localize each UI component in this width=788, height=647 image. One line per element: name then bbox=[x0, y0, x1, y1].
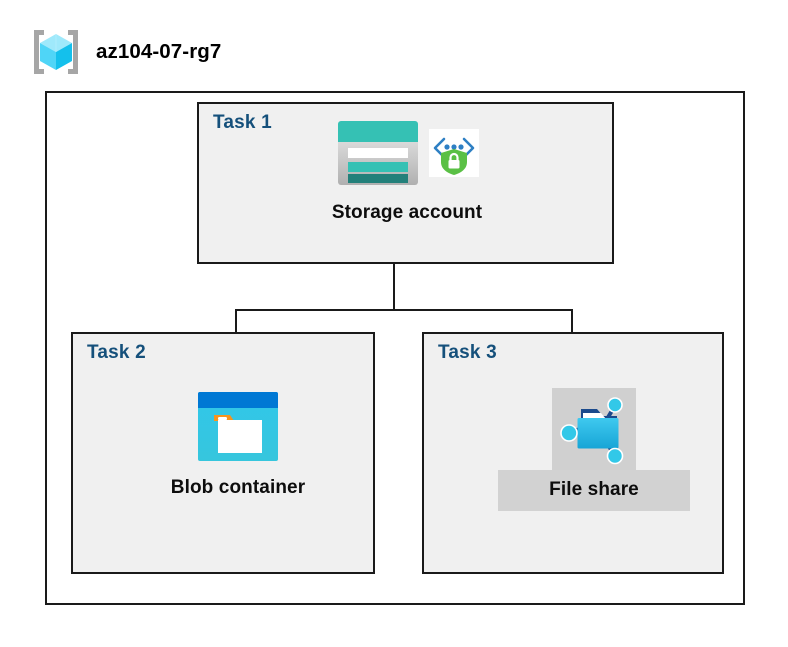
file-share-icon bbox=[557, 393, 631, 465]
file-share-label: File share bbox=[549, 479, 639, 500]
file-share-label-highlight: File share bbox=[498, 470, 690, 511]
task-label-1: Task 1 bbox=[213, 112, 272, 133]
node-blob-container[interactable]: Blob container bbox=[152, 390, 324, 499]
resource-group-icon bbox=[30, 27, 82, 77]
storage-account-icon bbox=[336, 118, 420, 188]
node-file-share[interactable]: File share bbox=[498, 388, 690, 511]
node-storage-account[interactable]: Storage account bbox=[284, 118, 530, 224]
storage-icon-row bbox=[336, 118, 479, 196]
file-share-icon-highlight bbox=[552, 388, 636, 470]
blob-container-icon bbox=[196, 390, 280, 463]
secure-endpoint-shield-icon bbox=[428, 118, 479, 177]
task-label-3: Task 3 bbox=[438, 342, 497, 363]
task-label-2: Task 2 bbox=[87, 342, 146, 363]
resource-group-title: az104-07-rg7 bbox=[96, 40, 222, 63]
blob-container-label: Blob container bbox=[170, 477, 306, 498]
storage-account-label: Storage account bbox=[331, 202, 483, 223]
resource-group-header: az104-07-rg7 bbox=[30, 27, 221, 77]
